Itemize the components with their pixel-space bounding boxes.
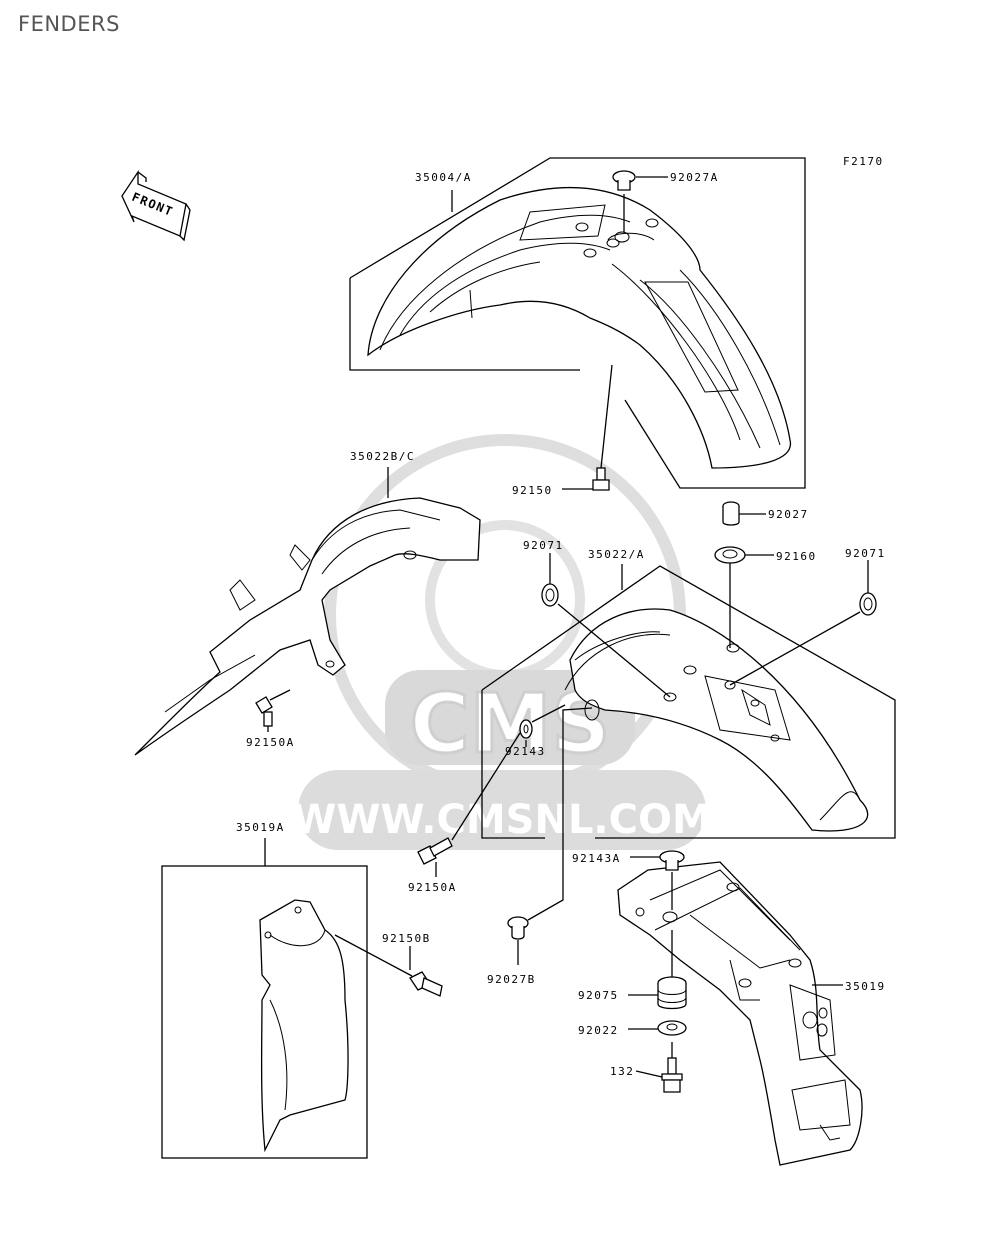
bolt-132: [661, 1057, 683, 1093]
washer-92027a: [612, 170, 636, 191]
mud-guard-group: 35019A: [161, 821, 368, 1159]
label-35019a: 35019A: [236, 821, 285, 834]
label-92160: 92160: [776, 550, 817, 563]
damper-92075: [657, 976, 687, 1010]
label-92150a-lower: 92150A: [408, 881, 457, 894]
label-92150b: 92150B: [382, 932, 431, 945]
label-35022bc: 35022B/C: [350, 450, 415, 463]
watermark-url: WWW.CMSNL.COM: [292, 797, 712, 843]
bolt-92150: [592, 467, 610, 491]
inner-fender-35019: [617, 861, 863, 1166]
label-92150: 92150: [512, 484, 553, 497]
collar-92027: [722, 501, 740, 526]
bolt-92150b: [409, 971, 443, 997]
bolt-92150a-lower: [417, 837, 453, 865]
label-92022: 92022: [578, 1024, 619, 1037]
rear-fender-group: 35022/A: [481, 548, 896, 839]
watermark-brand-bg: [385, 670, 635, 765]
washer-92143: [519, 719, 533, 739]
bolt-92150a-upper: [255, 696, 273, 727]
label-35022a: 35022/A: [588, 548, 645, 561]
label-92027: 92027: [768, 508, 809, 521]
front-arrow-icon: FRONT: [121, 169, 191, 242]
label-92027a: 92027A: [670, 171, 719, 184]
watermark-url-bg: [298, 770, 706, 850]
mud-guard-35019a: [259, 899, 349, 1153]
page-title: FENDERS: [18, 12, 120, 36]
label-132: 132: [610, 1065, 634, 1078]
label-35004a: 35004/A: [415, 171, 472, 184]
label-35019: 35019: [845, 980, 886, 993]
rear-subfender-35022bc: 35022B/C: [134, 450, 481, 756]
grommet-92071-right: [859, 592, 877, 616]
grommet-92071-left: [541, 583, 559, 607]
collar-92027b: [507, 916, 529, 940]
washer-92143a: [659, 850, 685, 871]
figure-code: F2170: [843, 155, 884, 168]
rear-fender-frame: [481, 690, 545, 839]
label-92143: 92143: [505, 745, 546, 758]
label-92075: 92075: [578, 989, 619, 1002]
label-92071-right: 92071: [845, 547, 886, 560]
label-92143a: 92143A: [572, 852, 621, 865]
front-fender-35004: [367, 187, 792, 469]
label-92150a-upper: 92150A: [246, 736, 295, 749]
washer-92160: [714, 546, 746, 564]
front-fender-group: 35004/A 92027A 92150: [349, 157, 806, 497]
rear-fender-35022a: [564, 608, 869, 832]
washer-92022: [657, 1020, 687, 1036]
label-92027b: 92027B: [487, 973, 536, 986]
front-fender-frame: [349, 278, 580, 371]
label-92071-left: 92071: [523, 539, 564, 552]
